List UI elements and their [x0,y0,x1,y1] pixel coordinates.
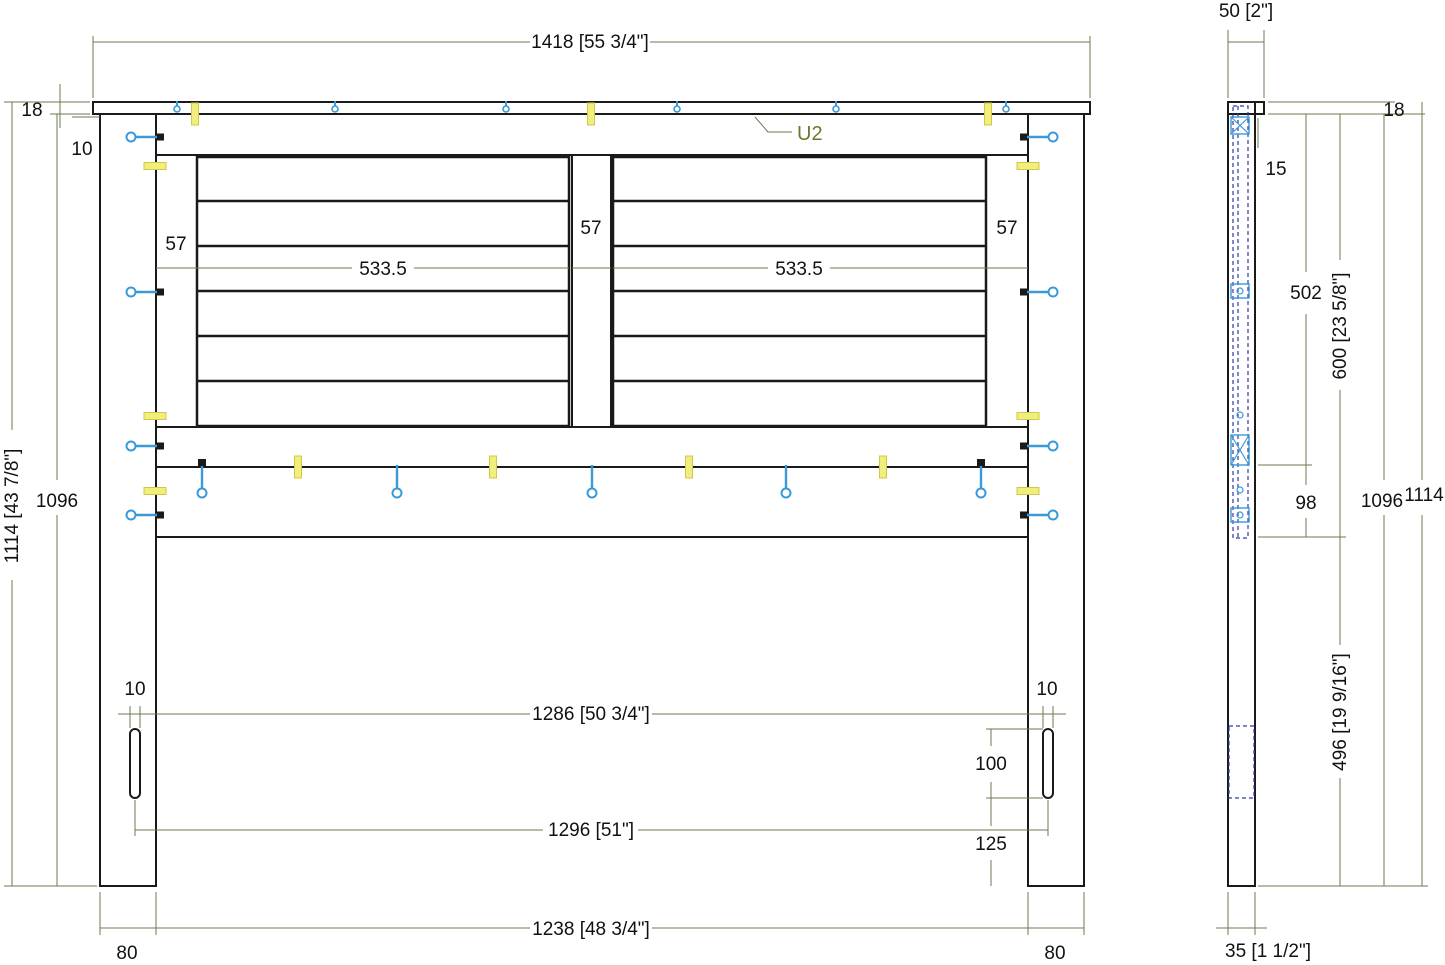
part-label-u2: U2 [797,123,823,145]
dim-side-top-thickness: 18 [1383,100,1404,121]
dim-leg-height: 1096 [36,491,78,512]
dim-top-thickness: 18 [21,100,42,121]
dim-side-panel-full: 600 [23 5/8"] [1330,272,1351,379]
dim-slot-spacing-inner: 1286 [50 3/4"] [532,704,650,725]
front-view: U2 1418 [55 3/4"] 18 10 57 57 57 533.5 5… [2,32,1091,964]
dim-side-leg-depth: 35 [1 1/2"] [1225,941,1311,962]
dim-overall-height: 1114 [43 7/8"] [2,449,23,564]
cam-bolt-icon [125,131,1059,521]
right-leg-slot [1042,728,1054,799]
right-slat-panel [611,155,988,428]
dim-side-floor-gap: 496 [19 9/16"] [1330,653,1351,771]
dim-side-overall-height: 1114 [1404,485,1444,506]
dim-rail-right: 57 [996,218,1017,239]
dim-slot-length: 100 [975,754,1007,775]
dim-slot-spacing-outer: 1296 [51"] [548,820,634,841]
dim-rail-mid: 57 [580,218,601,239]
dim-top-gap: 10 [71,139,92,160]
left-slat-panel [195,155,571,428]
dim-slot-offset-left: 10 [124,679,145,700]
dim-rail-left: 57 [165,234,186,255]
dim-side-leg-height: 1096 [1361,491,1403,512]
dim-inner-width: 1238 [48 3/4"] [532,919,650,940]
dowel-icon [143,102,1040,495]
dim-panel-right: 533.5 [775,259,823,280]
right-leg [1027,113,1085,887]
dim-side-panel-height: 502 [1290,283,1322,304]
dim-side-lower-rail: 98 [1295,493,1316,514]
dim-overall-width: 1418 [55 3/4"] [531,32,649,53]
dim-leg-width-left: 80 [116,943,137,964]
left-leg-slot [129,728,141,799]
dim-side-offset: 15 [1265,159,1286,180]
side-view: 50 [2"] 18 15 502 98 600 [23 5/8"] 496 [… [1216,1,1444,962]
dim-side-depth: 50 [2"] [1219,1,1273,22]
dim-panel-left: 533.5 [359,259,407,280]
side-cam-bolt-icon [1230,116,1250,523]
left-leg [99,113,157,887]
side-leg [1227,101,1256,887]
dim-slot-offset-right: 10 [1036,679,1057,700]
dim-slot-bottom: 125 [975,834,1007,855]
dim-leg-width-right: 80 [1044,943,1065,964]
